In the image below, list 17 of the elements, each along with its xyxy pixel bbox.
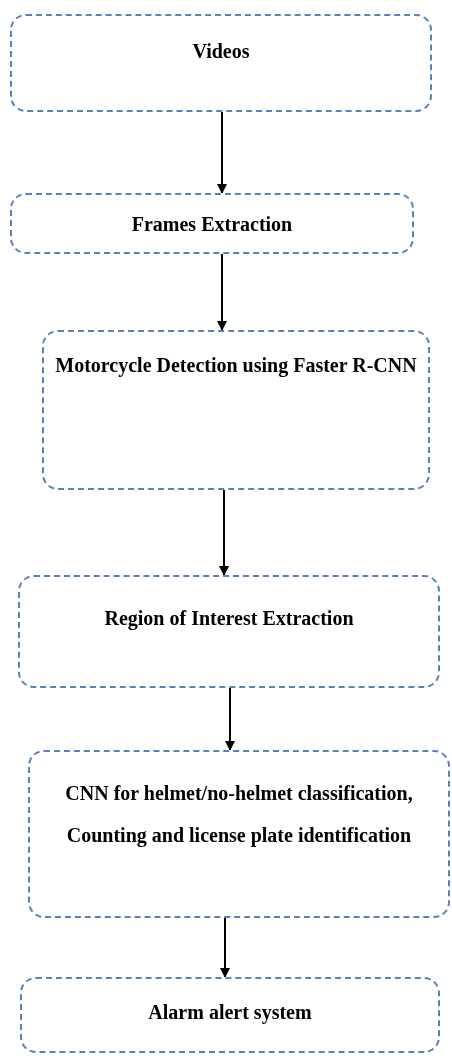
- arrow: [220, 917, 230, 978]
- step-label: Motorcycle Detection using Faster R-CNN: [54, 353, 418, 378]
- process-box: [28, 750, 450, 918]
- process-box: [18, 575, 440, 688]
- step-label: Videos: [191, 39, 251, 64]
- arrow: [219, 489, 229, 576]
- step-label: Region of Interest Extraction: [103, 606, 355, 631]
- process-box: [10, 14, 432, 112]
- process-box: [10, 193, 414, 254]
- arrow: [217, 111, 227, 194]
- arrow: [217, 253, 227, 331]
- arrow: [225, 687, 235, 751]
- step-label: Frames Extraction: [130, 212, 294, 237]
- process-box: [42, 330, 430, 490]
- process-box: [20, 977, 440, 1053]
- step-label: Alarm alert system: [147, 1000, 313, 1025]
- step-label: CNN for helmet/no-helmet classification, Counting and license plate identification: [64, 781, 414, 849]
